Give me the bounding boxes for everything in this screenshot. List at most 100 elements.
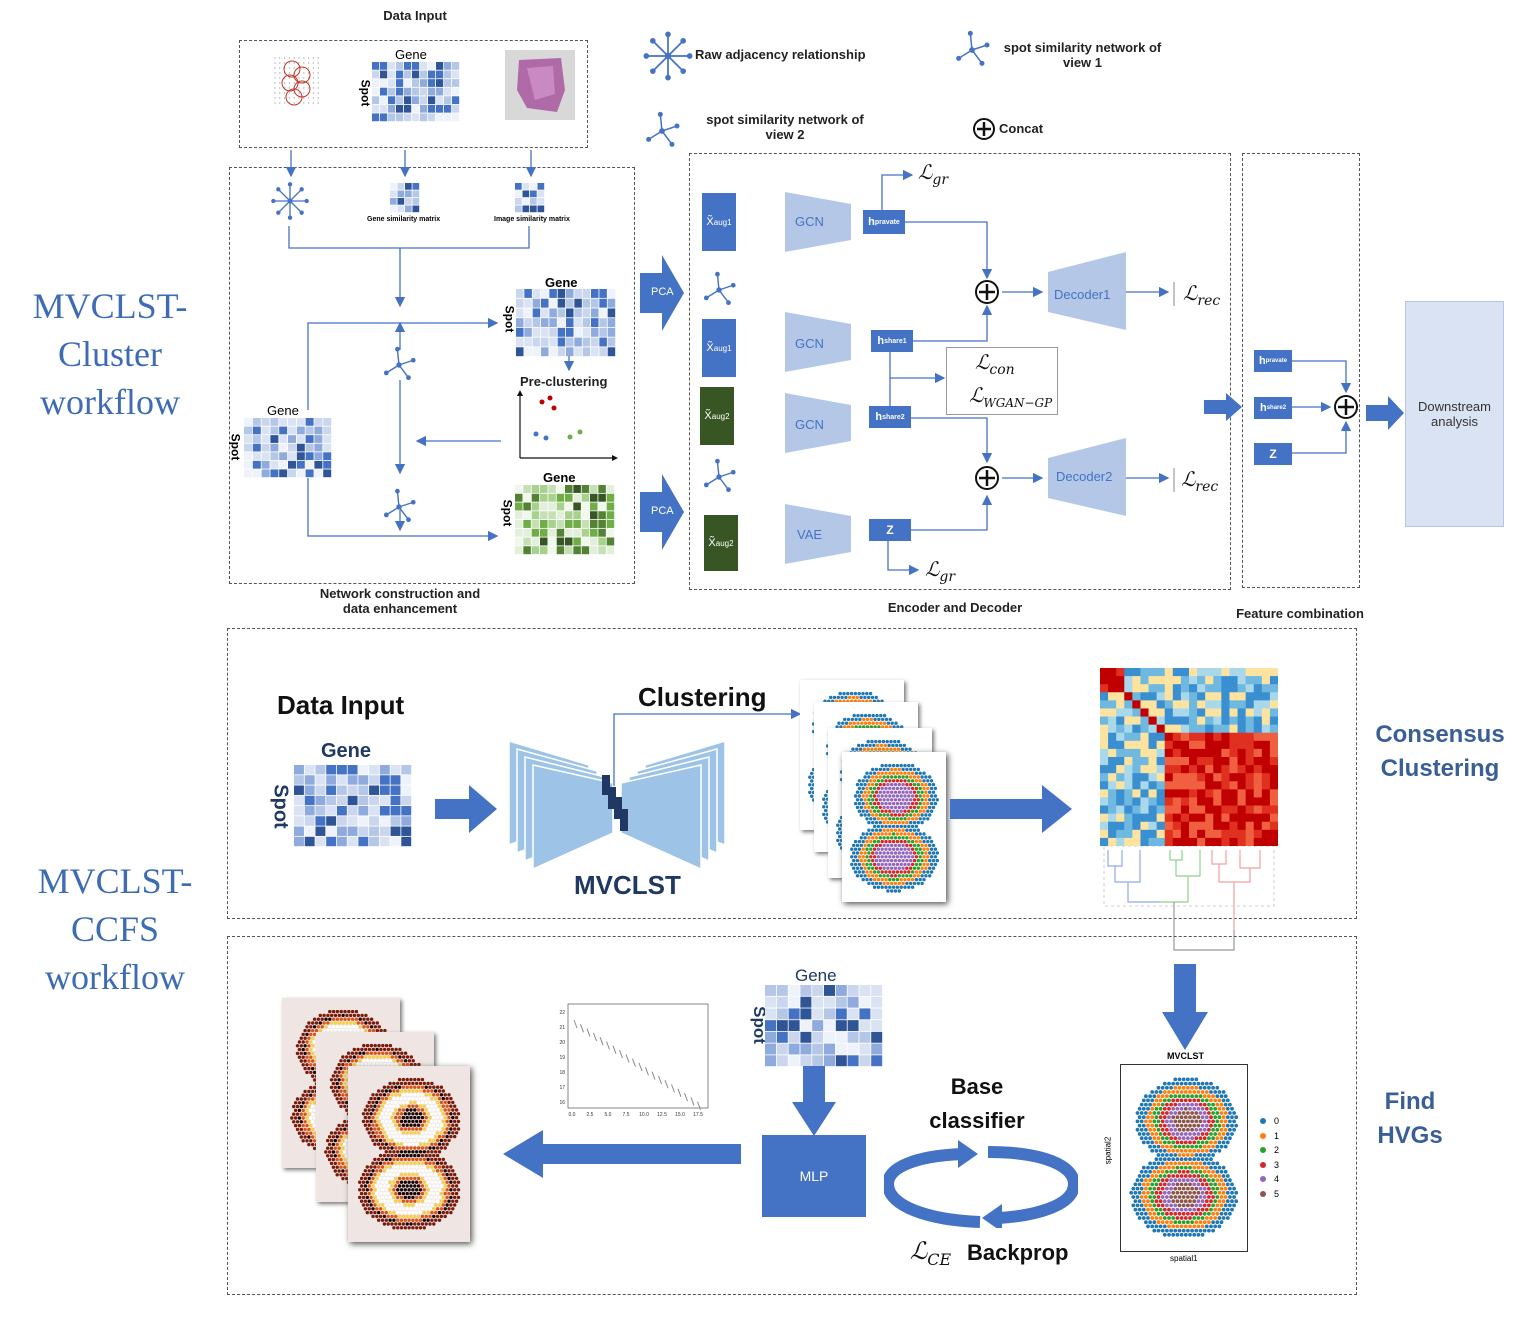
loss-con: ℒcon [975, 350, 1015, 378]
gene-similarity-label: Gene similarity matrix [367, 216, 441, 223]
ccfs-spot-label: Spot [269, 784, 292, 829]
spot-label-input: Spot [358, 79, 373, 107]
svg-text:21: 21 [559, 1025, 565, 1031]
gene-label-green-matrix: Gene [543, 470, 576, 485]
encoder-shapes [785, 192, 851, 564]
to-downstream-arrow [1366, 396, 1404, 430]
cluster-title-line2: Cluster [58, 334, 162, 374]
network-construction-box [229, 167, 635, 584]
legend-label: 3 [1274, 1159, 1280, 1170]
legend-item-1: 1 [1260, 1129, 1279, 1144]
svg-text:0.0: 0.0 [569, 1112, 576, 1118]
pca-label-1: PCA [651, 286, 674, 298]
cluster-workflow-title: MVCLST- Cluster workflow [10, 282, 210, 426]
svg-text:22: 22 [559, 1010, 565, 1016]
spot-grid-image [274, 57, 319, 106]
clustering-result-stack [800, 680, 950, 910]
legend-label: 1 [1274, 1130, 1280, 1141]
svg-text:17.5: 17.5 [693, 1112, 703, 1118]
ccfs-title-line3: workflow [45, 957, 185, 997]
to-consensus-arrow [950, 785, 1072, 833]
legend-dot [1260, 1190, 1266, 1197]
concat-circle-2 [975, 466, 999, 490]
to-mlp-arrow [792, 1066, 836, 1136]
loss-rec-top: ℒrec [1183, 281, 1221, 309]
plot-ylabel: spatial2 [1103, 1136, 1113, 1165]
view2-network-icon [645, 110, 681, 148]
mvclst-model-graphic [508, 739, 726, 871]
pre-clustering-label: Pre-clustering [520, 374, 608, 389]
legend-label: 2 [1274, 1145, 1280, 1155]
legend-dot [1260, 1176, 1266, 1182]
raw-adjacency-icon [642, 30, 694, 82]
svg-text:18: 18 [559, 1070, 565, 1076]
svg-text:5.0: 5.0 [605, 1112, 612, 1118]
final-cluster-tissue [1120, 1064, 1248, 1252]
to-mvclst-arrow [435, 785, 497, 833]
gene-matrix-left [244, 418, 332, 478]
view1-network-small-1 [703, 271, 737, 306]
svg-text:2.5: 2.5 [587, 1112, 594, 1118]
legend-label: 5 [1274, 1188, 1280, 1199]
encoder-connectors [881, 169, 993, 576]
hvg-expression-3 [348, 1066, 470, 1242]
consensus-heatmap [1100, 668, 1278, 846]
legend-item-2: 2 [1260, 1143, 1279, 1158]
data-input-box [239, 40, 588, 148]
loss-ce: ℒCE [910, 1237, 952, 1269]
image-similarity-matrix [515, 183, 545, 213]
hvg-input-matrix [765, 985, 883, 1067]
ccfs-title-line2: CCFS [70, 909, 160, 949]
consensus-section-box [227, 628, 1357, 919]
x-aug2-block-2: X̃aug2 [704, 515, 738, 571]
legend-dot [1260, 1161, 1266, 1168]
view1-network-icon [955, 30, 991, 67]
legend-dot [1260, 1147, 1266, 1153]
fused-network-icon-1 [383, 346, 417, 381]
gene-label-input: Gene [395, 47, 427, 62]
gene-spot-matrix [372, 62, 460, 122]
x-aug1-block-2: X̃aug1 [702, 319, 736, 377]
vae-label: VAE [797, 527, 823, 542]
pca-arrow-1 [640, 255, 684, 331]
gene-matrix-blue [516, 289, 616, 357]
gcn-label-3: GCN [795, 417, 824, 432]
cluster-title-line1: MVCLST- [32, 286, 188, 326]
z-box: Z [869, 519, 911, 541]
cluster-title-line3: workflow [40, 382, 180, 422]
decoder2-label: Decoder2 [1056, 469, 1113, 484]
ccfs-title-line1: MVCLST- [37, 861, 193, 901]
gcn-label-2: GCN [795, 336, 824, 351]
clustering-label: Clustering [638, 682, 767, 712]
loss-con-wgan-box [946, 347, 1058, 415]
legend-item-3: 3 [1260, 1158, 1279, 1173]
clustering-connector [613, 708, 802, 786]
concat-circle-1 [975, 280, 999, 304]
mvclst-label: MVCLST [574, 870, 681, 900]
consensus-dendrogram [1103, 846, 1275, 951]
legend-item-5: 5 [1260, 1187, 1279, 1202]
histology-image [505, 50, 575, 120]
feature-combination-box [1242, 153, 1360, 588]
legend-dot [1260, 1118, 1266, 1124]
legend-label: 4 [1274, 1174, 1280, 1184]
raw-adjacency-label: Raw adjacency relationship [695, 47, 866, 62]
network-lines [285, 150, 575, 542]
plot-title: MVCLST [1167, 1051, 1204, 1061]
legend-dot [1260, 1132, 1266, 1139]
loss-rec-bottom: ℒrec [1181, 467, 1219, 495]
spot-label-left: Spot [228, 433, 243, 461]
spot-label-green-matrix: Spot [500, 499, 515, 527]
feature-connectors [1292, 360, 1352, 454]
